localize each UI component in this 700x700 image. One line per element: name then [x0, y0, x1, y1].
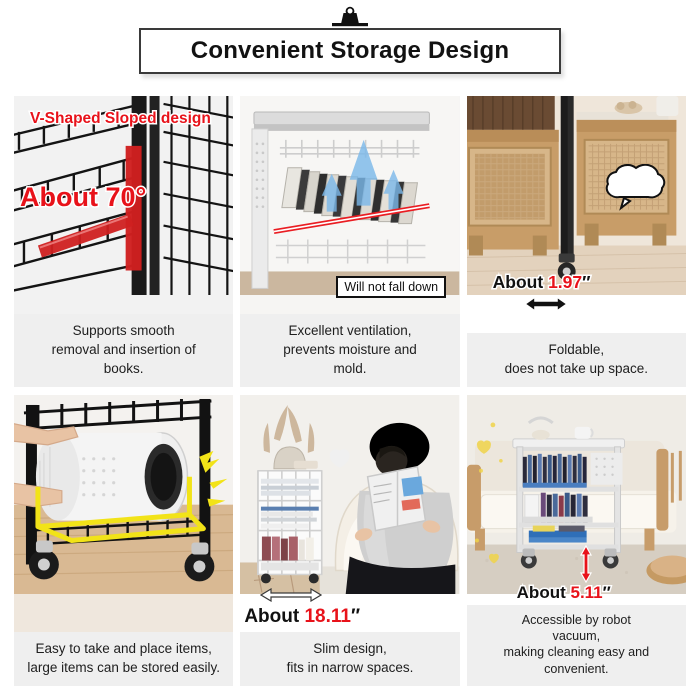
- photo-folded-cart-between-furniture: Thin! About 1.97″: [466, 96, 686, 333]
- thin-speech-bubble-icon: [605, 164, 666, 211]
- measurement-width: About 18.11″: [243, 604, 362, 628]
- feature-cell-foldable-thin: Thin! About 1.97″ Foldable, does not tak…: [466, 96, 686, 387]
- caption-easy-to-take-and-place: Easy to take and place items, large item…: [14, 631, 234, 686]
- feature-cell-slim-design: About 18.11″ Slim design, fits in narrow…: [240, 395, 460, 686]
- caption-line: fits in narrow spaces.: [286, 659, 414, 675]
- measure-unit: ″: [601, 581, 612, 603]
- horizontal-double-arrow-icon: [523, 295, 569, 313]
- appliance-on-shelf-illustration: [14, 395, 234, 595]
- caption-line: Easy to take and place items,: [35, 640, 212, 656]
- ventilation-illustration: [240, 96, 460, 296]
- measure-prefix: About: [515, 581, 571, 603]
- measurement-thickness: About 1.97″: [491, 270, 593, 293]
- measure-value: 1.97: [547, 270, 584, 293]
- caption-line: vacuum,: [552, 628, 601, 643]
- caption-line: prevents moisture and: [283, 341, 417, 357]
- caption-line: Accessible by robot: [521, 612, 631, 627]
- caption-slim-design: Slim design, fits in narrow spaces.: [240, 631, 460, 686]
- reading-scene-illustration: [240, 395, 460, 595]
- feature-cell-excellent-ventilation: Will not fall down Excellent ventilation…: [240, 96, 460, 387]
- photo-hands-placing-appliance: [14, 395, 234, 632]
- clearance-height-arrow-icon: [579, 544, 592, 583]
- caption-line: mold.: [333, 360, 367, 376]
- wire-rack-illustration: [14, 96, 234, 296]
- cart-sofa-illustration: [466, 395, 686, 595]
- measure-unit: ″: [581, 270, 593, 293]
- caption-robot-vacuum-accessible: Accessible by robot vacuum, making clean…: [466, 604, 686, 686]
- caption-v-shaped-sloped-design: Supports smooth removal and insertion of…: [14, 313, 234, 387]
- measure-unit: ″: [349, 604, 361, 628]
- caption-foldable-thin: Foldable, does not take up space.: [466, 332, 686, 387]
- feature-cell-robot-vacuum-accessible: About 5.11″ Accessible by robot vacuum, …: [466, 395, 686, 686]
- title-box: Convenient Storage Design: [139, 28, 561, 74]
- feature-cell-easy-to-take-and-place: Easy to take and place items, large item…: [14, 395, 234, 686]
- caption-line: making cleaning easy and: [503, 645, 650, 660]
- caption-line: does not take up space.: [504, 360, 648, 376]
- width-double-arrow-icon: [260, 587, 323, 602]
- binder-clip-icon: [332, 6, 368, 27]
- measure-prefix: About: [243, 604, 305, 628]
- overlay-v-shaped-label: V-Shaped Sloped design: [29, 109, 213, 129]
- measure-value: 5.11: [569, 581, 604, 603]
- caption-line: Supports smooth: [72, 322, 175, 338]
- caption-excellent-ventilation: Excellent ventilation, prevents moisture…: [240, 313, 460, 387]
- badge-will-not-fall-down: Will not fall down: [336, 275, 447, 298]
- photo-person-reading-beside-cart: About 18.11″: [240, 395, 460, 632]
- measurement-clearance: About 5.11″: [515, 581, 612, 603]
- caption-line: Slim design,: [313, 640, 387, 656]
- header: Convenient Storage Design: [0, 0, 700, 88]
- photo-cart-beside-sofa: About 5.11″: [466, 395, 686, 605]
- caption-line: Foldable,: [548, 341, 605, 357]
- feature-cell-v-shaped-sloped-design: V-Shaped Sloped design About 70° Support…: [14, 96, 234, 387]
- photo-white-rack-ventilation: Will not fall down: [240, 96, 460, 314]
- overlay-angle-label: About 70°: [18, 181, 147, 214]
- page-title: Convenient Storage Design: [190, 37, 510, 64]
- caption-line: Excellent ventilation,: [288, 322, 412, 338]
- caption-line: large items can be stored easily.: [27, 659, 220, 675]
- caption-line: convenient.: [544, 661, 609, 676]
- caption-line: books.: [103, 360, 144, 376]
- feature-grid: V-Shaped Sloped design About 70° Support…: [14, 96, 686, 686]
- measure-prefix: About: [491, 270, 549, 293]
- caption-line: removal and insertion of: [51, 341, 196, 357]
- photo-wire-rack-closeup: V-Shaped Sloped design About 70°: [14, 96, 234, 314]
- measure-value: 18.11: [303, 604, 352, 628]
